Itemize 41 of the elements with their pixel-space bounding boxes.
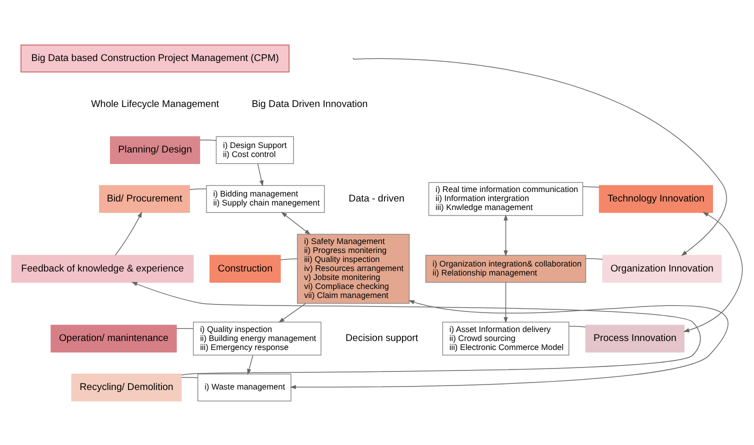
- node-box: Bid/ Procurement: [99, 184, 190, 212]
- node-box: Recycling/ Demolition: [71, 373, 182, 401]
- connector: [176, 328, 194, 329]
- node-box: Organization Innovation: [602, 254, 722, 282]
- arrow: [257, 162, 264, 186]
- node-box: Operation/ manintenance: [50, 324, 177, 352]
- connector: [200, 139, 217, 140]
- label: Data - driven: [348, 193, 404, 204]
- arrow: [114, 211, 142, 256]
- arrow: [278, 302, 306, 322]
- arrow: [281, 211, 311, 234]
- node-box: i) Real time information communication ii) Information intergration iii) Knwledge management: [428, 182, 584, 216]
- connector: [189, 188, 207, 190]
- arrow: [131, 281, 701, 375]
- label: Decision support: [346, 332, 418, 344]
- node-box: i) Waste management: [197, 373, 292, 401]
- node-box: i) Quality inspection ii) Building energy management iii) Emergency response: [192, 321, 322, 356]
- arrow: [247, 354, 254, 374]
- node-box: Big Data based Construction Project Management (CPM): [20, 44, 290, 72]
- node-box: i) Asset Information delivery ii) Crowd sourcing iii) Electronic Commerce Model: [442, 321, 570, 356]
- connector: [181, 376, 198, 378]
- arrow: [683, 212, 743, 332]
- node-box: i) Safety Management ii) Progress monitering iii) Quality inspection iv) Resources arrangement v) Jobsite monitering vi) Compliace checking vii) Claim management: [296, 233, 410, 304]
- node-box: i) Organization integration& collaboration ii) Relationship management: [425, 254, 586, 282]
- connector: [280, 258, 298, 260]
- label: Big Data Driven Innovation: [252, 98, 368, 110]
- label: Whole Lifecycle Management: [91, 98, 219, 110]
- connector: [568, 325, 586, 327]
- node-box: i) Bidding management ii) Supply chain manegement: [206, 184, 325, 212]
- arrow: [290, 300, 728, 389]
- connector: [586, 258, 603, 260]
- connector: [582, 186, 600, 188]
- node-box: Planning/ Design: [110, 136, 200, 164]
- arrow: [504, 214, 508, 256]
- node-box: Process Innovation: [585, 324, 684, 352]
- node-box: Feedback of knowledge & experience: [11, 254, 194, 282]
- arrow: [352, 58, 727, 256]
- node-box: Construction: [209, 254, 281, 282]
- node-box: Technology Innovation: [598, 184, 714, 212]
- arrow: [504, 282, 508, 323]
- node-box: i) Design Support ii) Cost control: [216, 136, 294, 164]
